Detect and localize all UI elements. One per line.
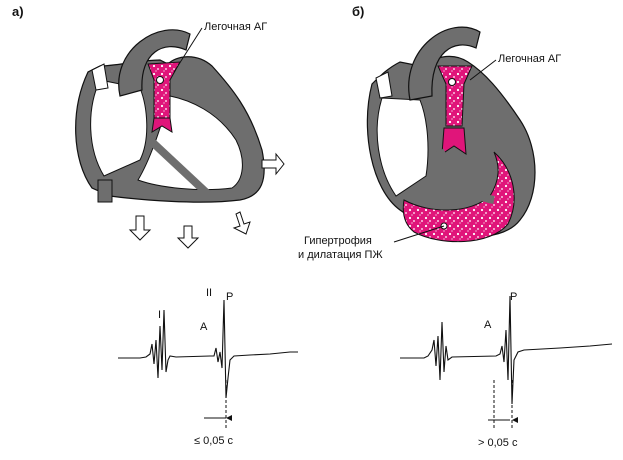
panel-b: б) Легочная АГ Гипертрофия и дилатация П… <box>298 4 613 449</box>
ecg-trace-b <box>400 295 613 430</box>
leader-line-a <box>173 27 203 73</box>
valve-marker-a <box>156 76 164 84</box>
wave-p-label-a: P <box>226 291 233 303</box>
pulmonary-artery-b <box>437 65 473 127</box>
pulmonary-valve-a <box>151 117 173 133</box>
interval-arrow-a <box>226 415 232 421</box>
wave-a-label-a: A <box>200 321 208 333</box>
leader-line-b <box>469 59 497 81</box>
valve-marker-b <box>448 78 456 86</box>
hypertrophy-label-line2: и дилатация ПЖ <box>298 249 383 261</box>
septum-b <box>436 148 495 204</box>
aortic-arch-a <box>118 29 191 97</box>
arrow-right-a <box>261 152 285 176</box>
arrow-down1-a <box>128 215 152 241</box>
hypertrophy-label-line1: Гипертрофия <box>304 235 372 247</box>
vena-cava-b <box>375 71 393 99</box>
wave-a-label-b: A <box>484 319 492 331</box>
heart-diagram-b <box>366 26 536 243</box>
leader-line-rv <box>393 225 445 243</box>
aortic-arch-b <box>408 26 481 101</box>
wave-p-label-b: P <box>510 291 517 303</box>
vena-cava-a <box>91 63 109 91</box>
wave-ii-label: II <box>206 287 212 299</box>
right-ventricle-b <box>402 151 515 243</box>
left-chamber-a <box>90 79 148 177</box>
pulmonary-hypertension-label-b: Легочная АГ <box>498 53 561 65</box>
left-chamber-b <box>376 97 429 197</box>
heart-diagram-a <box>75 27 285 249</box>
arrow-down2-a <box>176 225 200 249</box>
interval-label-b: > 0,05 с <box>478 437 518 449</box>
panel-b-letter: б) <box>352 4 364 19</box>
wave-i-label: I <box>158 309 161 321</box>
septum-a <box>147 137 213 199</box>
pulmonary-hypertension-label-a: Легочная АГ <box>204 21 267 33</box>
lower-vessel-a <box>97 179 113 203</box>
interval-label-a: ≤ 0,05 с <box>194 435 234 447</box>
arrow-down3-a <box>232 211 251 235</box>
panel-a-letter: а) <box>12 4 24 19</box>
interval-arrow-b <box>512 417 518 423</box>
panel-a: а) Легочная АГ <box>12 4 298 447</box>
ecg-trace-a <box>118 299 298 428</box>
